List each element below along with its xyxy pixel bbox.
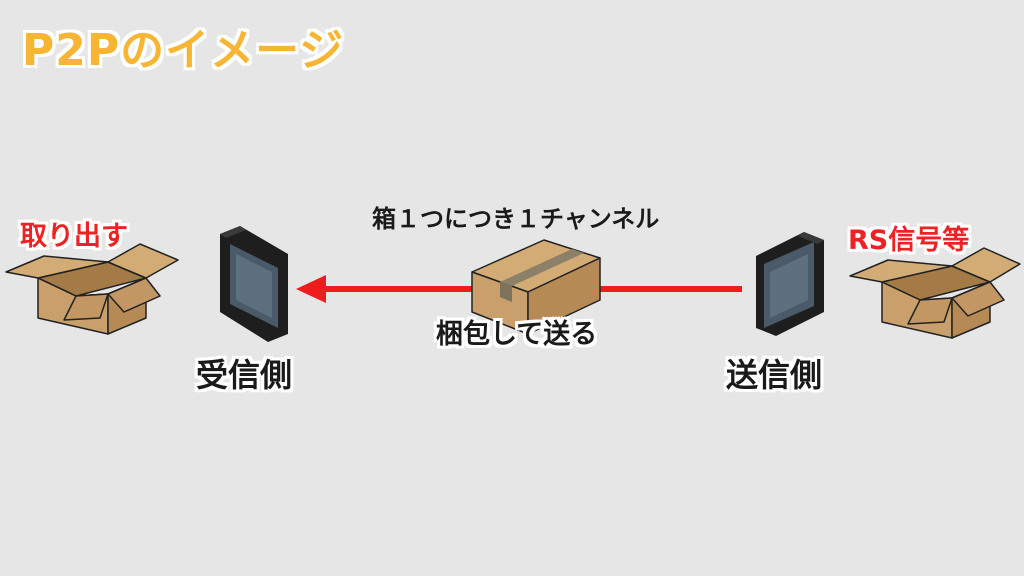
page-title: P2Pのイメージ (22, 25, 345, 76)
monitor-icon (220, 226, 288, 342)
pack-and-send-label: 梱包して送る (436, 319, 598, 350)
sender-label: 送信側 (726, 356, 823, 394)
rs-signal-label: RS信号等 (848, 225, 970, 256)
closed-box-icon (471, 239, 601, 335)
monitor-icon (756, 232, 824, 336)
channel-note: 箱１つにつき１チャンネル (372, 205, 660, 233)
extract-label: 取り出す (20, 221, 128, 252)
open-box-icon (5, 243, 179, 335)
open-box-icon (849, 247, 1021, 339)
receiver-label: 受信側 (196, 356, 293, 394)
